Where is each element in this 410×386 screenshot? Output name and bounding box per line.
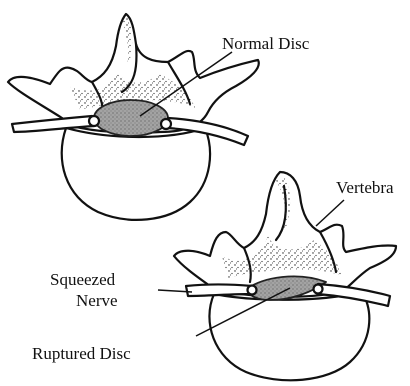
normal-vertebral-body <box>62 128 210 220</box>
label-squeezed: Squeezed <box>50 270 116 289</box>
label-nerve: Nerve <box>76 291 118 310</box>
vertebra-leader <box>316 200 344 226</box>
label-normal-disc: Normal Disc <box>222 34 310 53</box>
label-ruptured-disc: Ruptured Disc <box>32 344 131 363</box>
ruptured-vertebra <box>174 172 396 380</box>
squeezed-left-nerve <box>186 285 252 297</box>
label-vertebra: Vertebra <box>336 178 394 197</box>
normal-left-nerve <box>12 116 94 132</box>
ruptured-vertebral-body <box>209 292 369 380</box>
normal-disc <box>94 100 168 136</box>
